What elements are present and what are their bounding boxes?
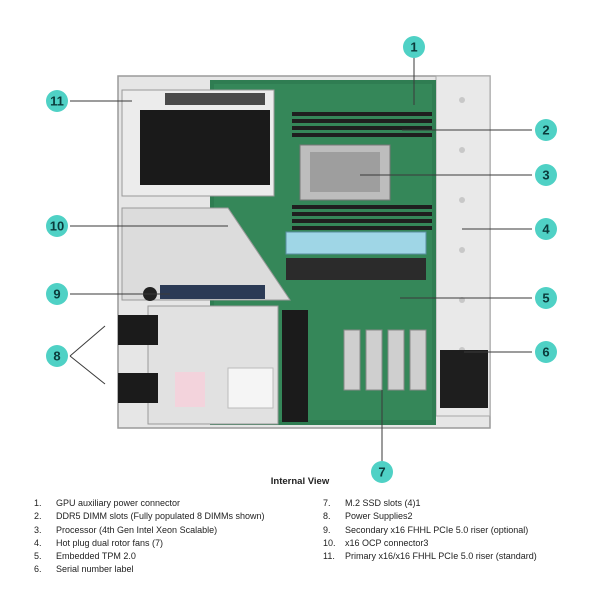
svg-text:4: 4 xyxy=(542,222,550,237)
callout-9: 9 xyxy=(46,283,68,305)
svg-text:5: 5 xyxy=(542,291,549,306)
legend-item: 10.x16 OCP connector3 xyxy=(323,537,429,548)
svg-text:1: 1 xyxy=(410,40,417,55)
legend-left: 1.GPU auxiliary power connector 2.DDR5 D… xyxy=(34,497,265,577)
callout-4: 4 xyxy=(535,218,557,240)
callout-6: 6 xyxy=(535,341,557,363)
diagram-title: Internal View xyxy=(270,476,330,487)
serial-label xyxy=(440,350,488,408)
callout-7: 7 xyxy=(371,461,393,483)
svg-text:2: 2 xyxy=(542,123,549,138)
server-illustration: 1 2 3 4 5 6 7 8 9 10 11 xyxy=(46,36,557,483)
legend-item: 4.Hot plug dual rotor fans (7) xyxy=(34,537,164,548)
svg-text:10: 10 xyxy=(50,219,64,234)
svg-text:8: 8 xyxy=(53,349,60,364)
legend-item: 11.Primary x16/x16 FHHL PCIe 5.0 riser (… xyxy=(323,551,537,562)
svg-text:7: 7 xyxy=(378,465,385,480)
svg-text:9: 9 xyxy=(53,287,60,302)
legend-item: 7.M.2 SSD slots (4)1 xyxy=(323,498,421,508)
svg-text:3: 3 xyxy=(542,168,549,183)
legend-right: 7.M.2 SSD slots (4)1 8.Power Supplies2 9… xyxy=(323,497,537,563)
legend-item: 1.GPU auxiliary power connector xyxy=(34,498,181,508)
dimm-slots xyxy=(292,112,432,230)
legend-item: 6.Serial number label xyxy=(34,564,134,575)
callout-1: 1 xyxy=(403,36,425,58)
callout-5: 5 xyxy=(535,287,557,309)
callout-3: 3 xyxy=(535,164,557,186)
legend-item: 9.Secondary x16 FHHL PCIe 5.0 riser (opt… xyxy=(323,524,529,535)
legend-item: 2.DDR5 DIMM slots (Fully populated 8 DIM… xyxy=(34,511,265,522)
legend-item: 8.Power Supplies2 xyxy=(323,511,413,522)
svg-text:6: 6 xyxy=(542,345,549,360)
secondary-riser xyxy=(160,285,265,299)
callout-10: 10 xyxy=(46,215,68,237)
callout-2: 2 xyxy=(535,119,557,141)
legend-item: 5.Embedded TPM 2.0 xyxy=(34,551,136,562)
svg-text:11: 11 xyxy=(50,94,64,109)
callout-8: 8 xyxy=(46,345,68,367)
legend-item: 3.Processor (4th Gen Intel Xeon Scalable… xyxy=(34,524,218,535)
callout-11: 11 xyxy=(46,90,68,112)
m2-slots xyxy=(343,329,427,391)
